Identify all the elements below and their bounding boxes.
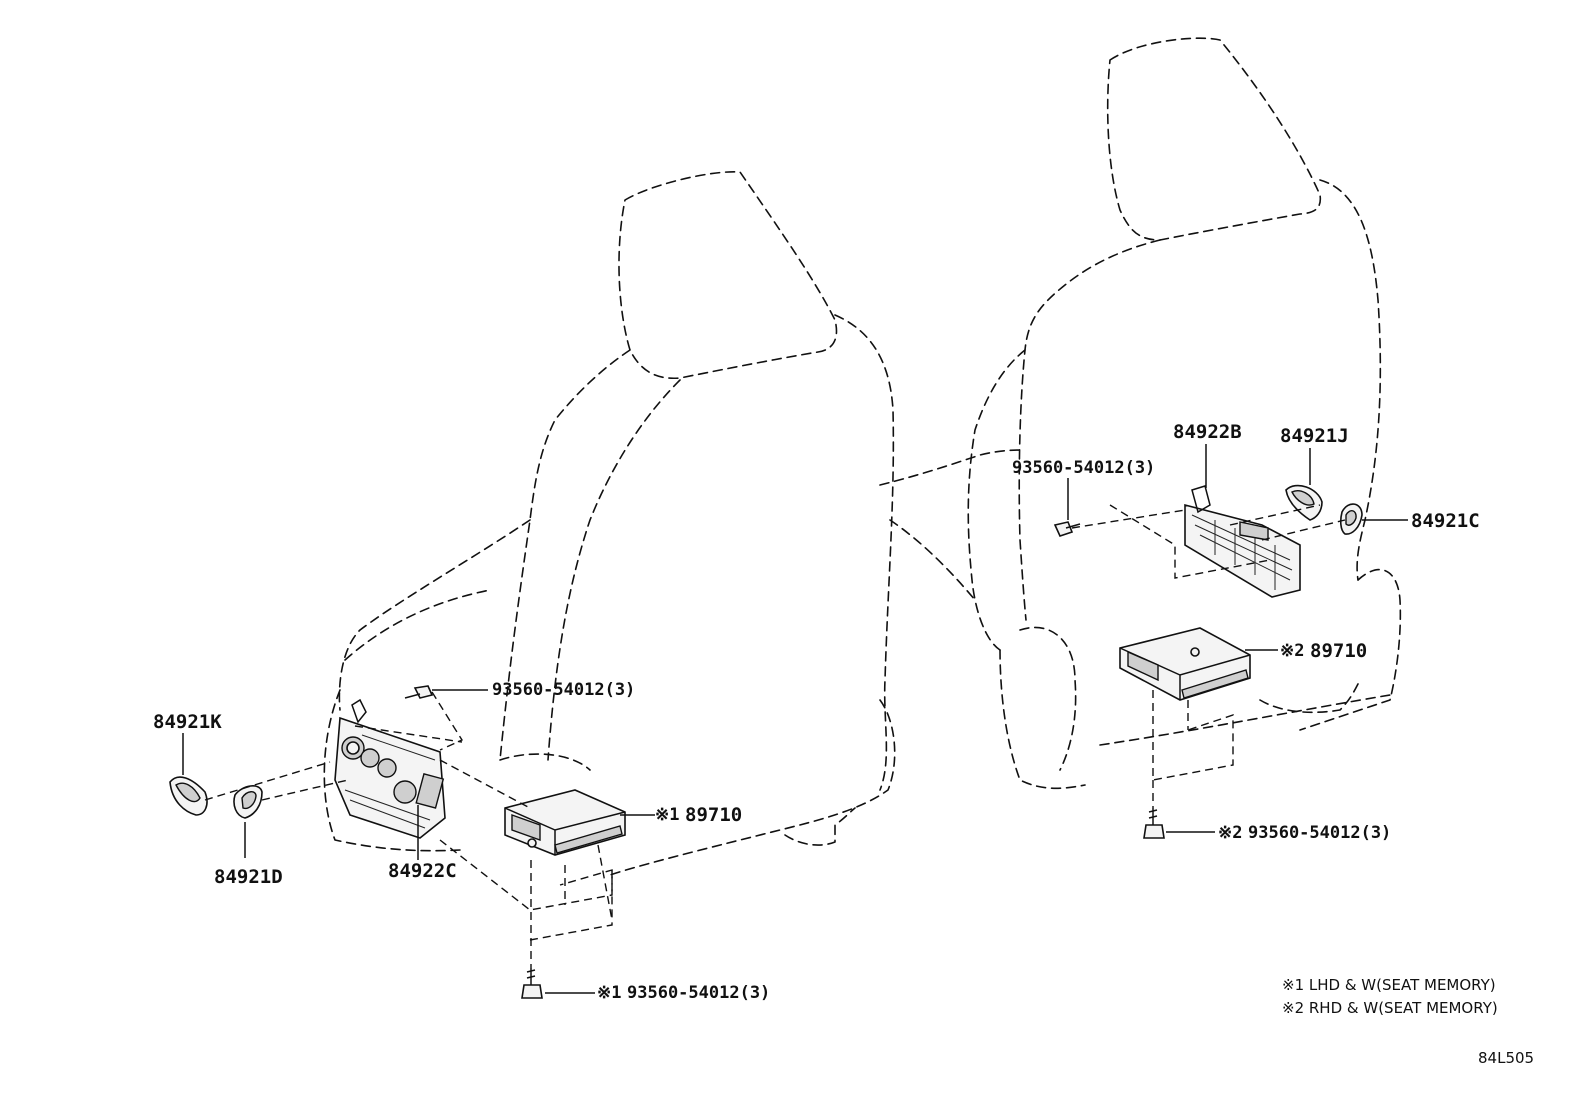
label-ecu-left: 89710 [685,804,742,826]
label-84921d: 84921D [214,866,283,888]
knob-84921d [233,785,263,819]
mark-ecu-right: ※2 [1280,641,1304,661]
ecu-right [1119,627,1251,701]
notes: ※1 LHD & W(SEAT MEMORY) ※2 RHD & W(SEAT … [1282,976,1534,1067]
bolt-left-top [404,685,434,699]
label-84921k: 84921K [153,711,222,733]
part-labels: 84921K 84921D 84922C 93560-54012(3) ※1 8… [153,421,1480,1003]
label-bolt-right-bottom: 93560-54012(3) [1248,823,1391,843]
label-84922b: 84922B [1173,421,1242,443]
knob-84921j [1285,484,1323,521]
label-ecu-right: 89710 [1310,640,1367,662]
label-84921j: 84921J [1280,425,1349,447]
mark-ecu-left: ※1 [655,805,679,825]
label-bolt-left-bottom: 93560-54012(3) [627,983,770,1003]
right-seat-outline [879,37,1402,790]
bolt-right-bottom [1143,808,1165,839]
label-84922c: 84922C [388,860,457,882]
switch-assembly-84922b [1184,485,1301,598]
bolt-left-bottom [521,968,543,999]
assembly-lines [204,504,1346,968]
switch-assembly-84922c [334,698,446,839]
mark-bolt-right-bottom: ※2 [1218,823,1242,843]
mark-bolt-left-bottom: ※1 [597,983,621,1003]
note-2: ※2 RHD & W(SEAT MEMORY) [1282,999,1498,1017]
knob-84921k [169,776,208,816]
ecu-left [504,789,626,856]
knob-84921c [1339,503,1363,535]
diagram-code: 84L505 [1478,1049,1534,1067]
note-1: ※1 LHD & W(SEAT MEMORY) [1282,976,1496,994]
label-leaders [182,444,1408,994]
label-84921c: 84921C [1411,510,1480,532]
label-bolt-left-top: 93560-54012(3) [492,680,635,700]
bolt-right-top [1053,521,1081,537]
left-seat-outline [323,171,896,876]
label-bolt-right-top: 93560-54012(3) [1012,458,1155,478]
